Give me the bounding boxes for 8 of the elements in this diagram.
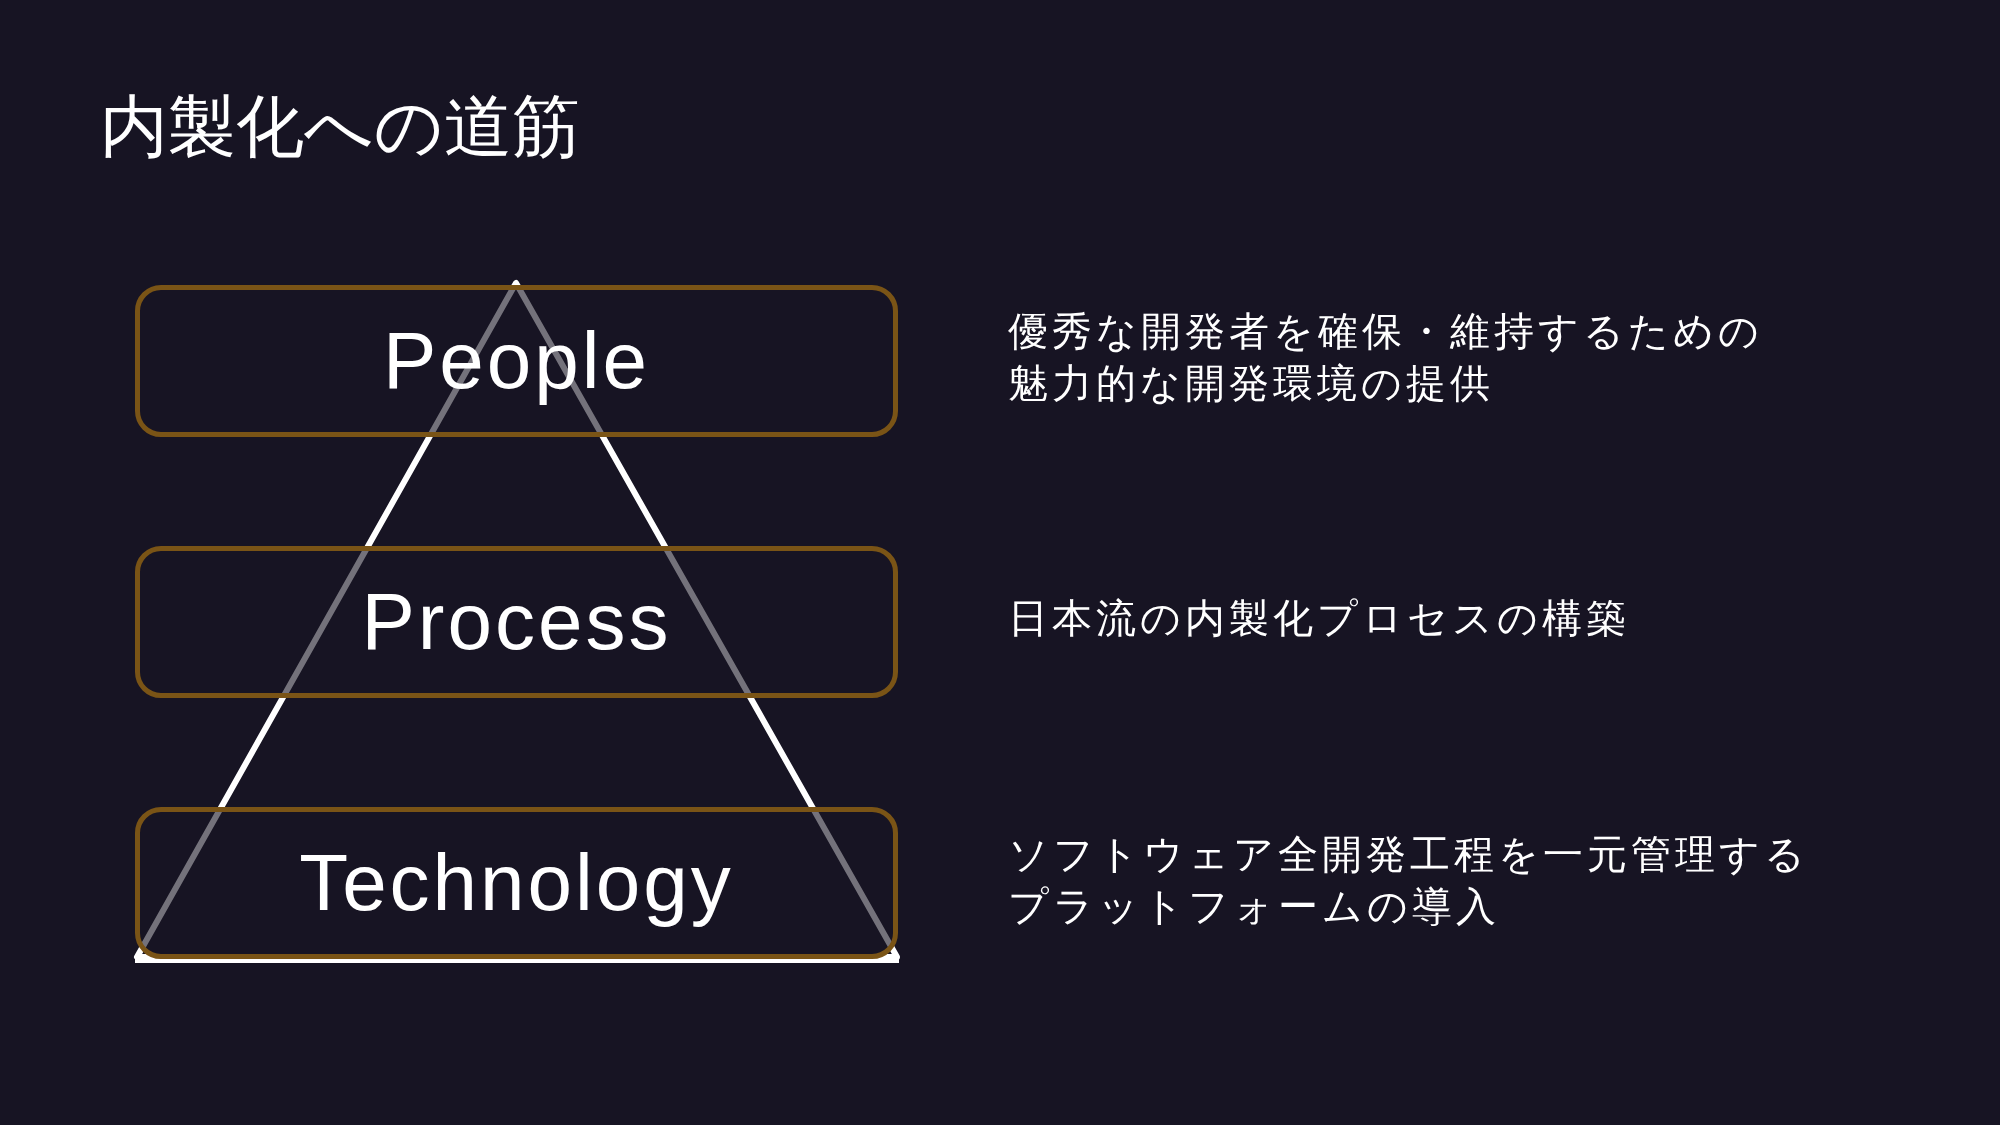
description-text: 優秀な開発者を確保・維持するための魅力的な開発環境の提供: [1008, 308, 1764, 407]
slide-title: 内製化への道筋: [100, 92, 580, 160]
description-text: 日本流の内製化プロセスの構築: [1008, 595, 1631, 642]
layer-label: Process: [361, 582, 672, 662]
layer-box: [135, 807, 898, 959]
layer-box: [135, 285, 898, 437]
description-text: ソフトウェア全開発工程を一元管理するプラットフォームの導入: [1008, 831, 1810, 930]
layer-box: [135, 546, 898, 698]
